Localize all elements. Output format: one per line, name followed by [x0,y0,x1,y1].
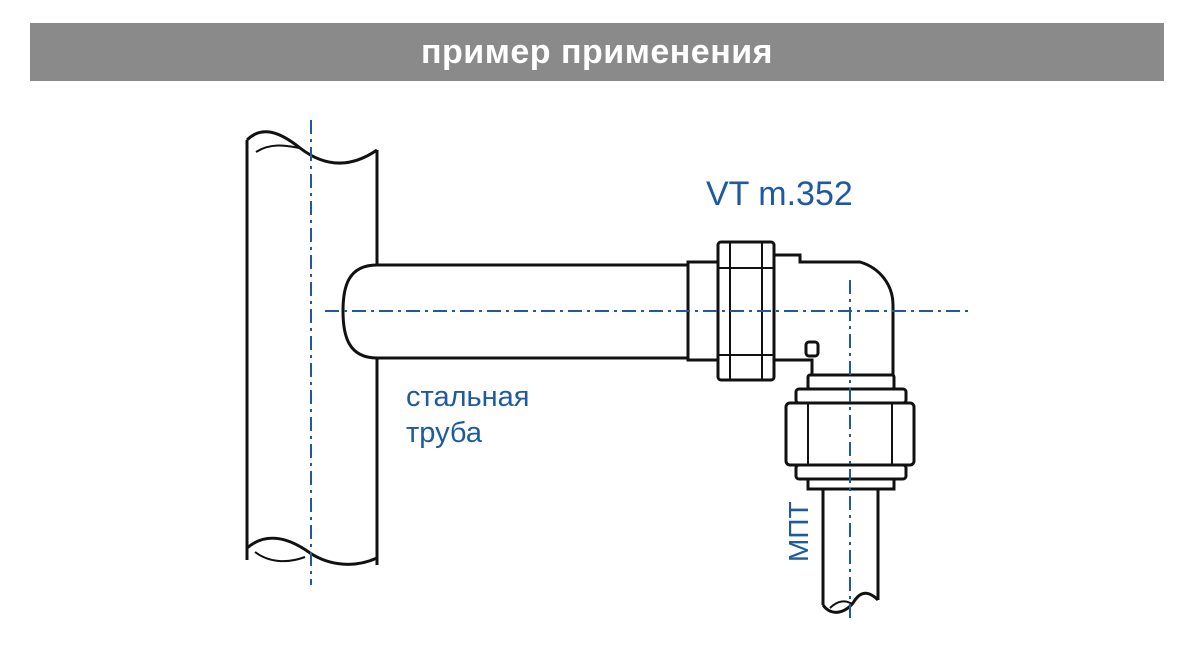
vertical-steel-pipe [245,130,379,566]
page-title: пример применения [30,23,1164,81]
steel-pipe-label-line2: труба [406,417,483,449]
fitting-label: VT m.352 [706,175,853,213]
mpt-label: МПТ [783,501,814,562]
steel-pipe-label-line1: стальная [406,381,529,413]
elbow-body [772,253,895,377]
metal-plastic-pipe [821,489,880,614]
center-lines [310,120,968,620]
